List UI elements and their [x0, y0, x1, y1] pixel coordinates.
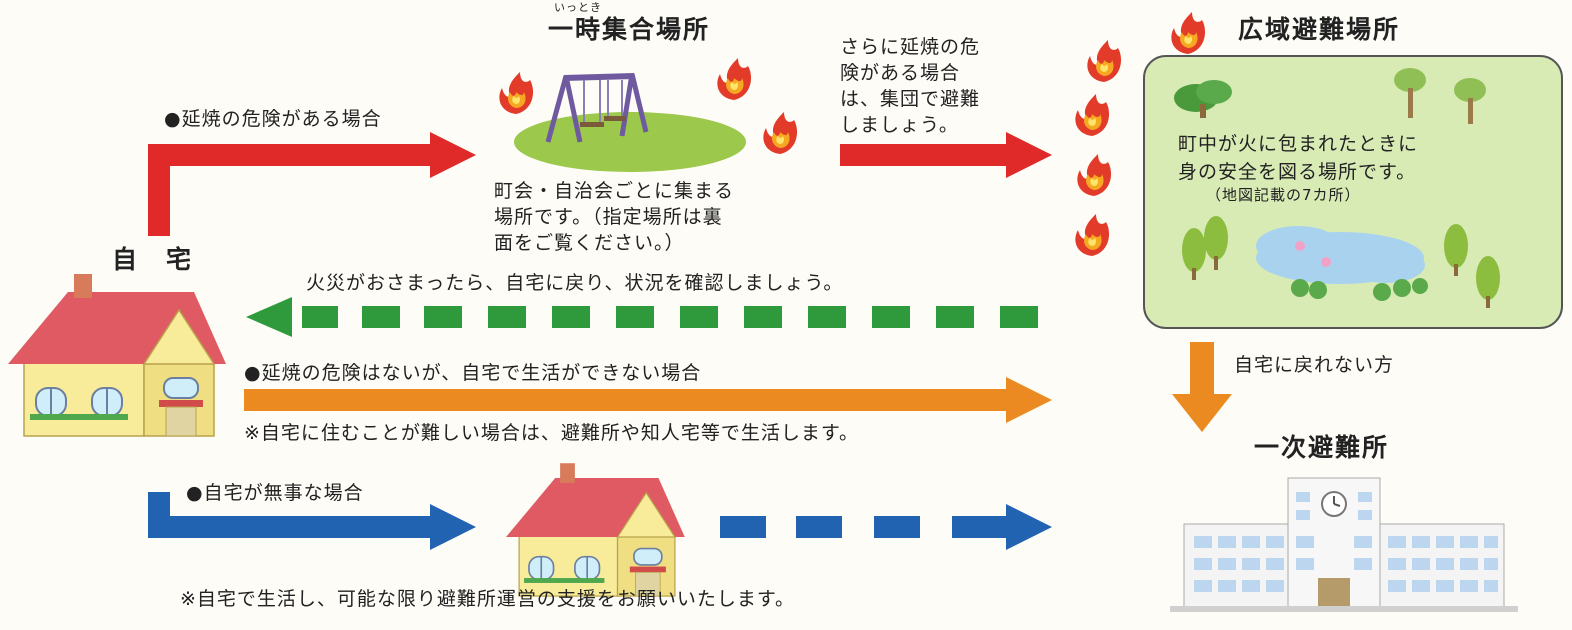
- orange-arrow-down: [1172, 342, 1232, 432]
- green-dashed-arrow-home: [246, 297, 1038, 337]
- return-home-label: 火災がおさまったら、自宅に戻り、状況を確認しましょう。: [306, 272, 844, 294]
- home-title: 自 宅: [112, 245, 194, 274]
- wide-area-description: 町中が火に包まれたときに 身の安全を図る場所です。: [1178, 133, 1419, 183]
- wide-area-title: 広域避難場所: [1238, 15, 1401, 44]
- cannot-live-label: ●延焼の危険はないが、自宅で生活ができない場合: [244, 362, 702, 384]
- home-safe-label: ●自宅が無事な場合: [186, 482, 364, 504]
- shelter-title: 一次避難所: [1254, 433, 1390, 462]
- park-swing-icon: [514, 73, 746, 172]
- cannot-live-note: ※自宅に住むことが難しい場合は、避難所や知人宅等で生活します。: [244, 422, 860, 444]
- fire-danger-label: ●延焼の危険がある場合: [164, 108, 382, 130]
- home-house-icon: [7, 273, 227, 437]
- red-arrow-to-temp-site: [148, 132, 476, 236]
- blue-arrow: [148, 492, 476, 550]
- wide-area-note: （地図記載の7カ所）: [1206, 186, 1361, 204]
- blue-dashed-arrow: [720, 504, 1052, 550]
- further-danger-label: さらに延焼の危 険がある場合 は、集団で避難 しましょう。: [840, 36, 981, 136]
- temp-site-description: 町会・自治会ごとに集まる 場所です。（指定場所は裏 面をご覧ください。）: [494, 180, 735, 254]
- temp-site-title: 一時集合場所: [548, 15, 711, 44]
- small-house-icon: [505, 462, 686, 597]
- home-safe-note: ※自宅で生活し、可能な限り避難所運営の支援をお願いいたします。: [180, 588, 796, 610]
- orange-arrow: [244, 377, 1052, 423]
- wide-area-park: [1143, 55, 1563, 329]
- temp-site-ruby: いっとき: [554, 1, 602, 14]
- red-arrow-to-wide-area: [840, 132, 1052, 178]
- school-building-icon: [1170, 477, 1518, 612]
- cannot-return-label: 自宅に戻れない方: [1234, 354, 1395, 376]
